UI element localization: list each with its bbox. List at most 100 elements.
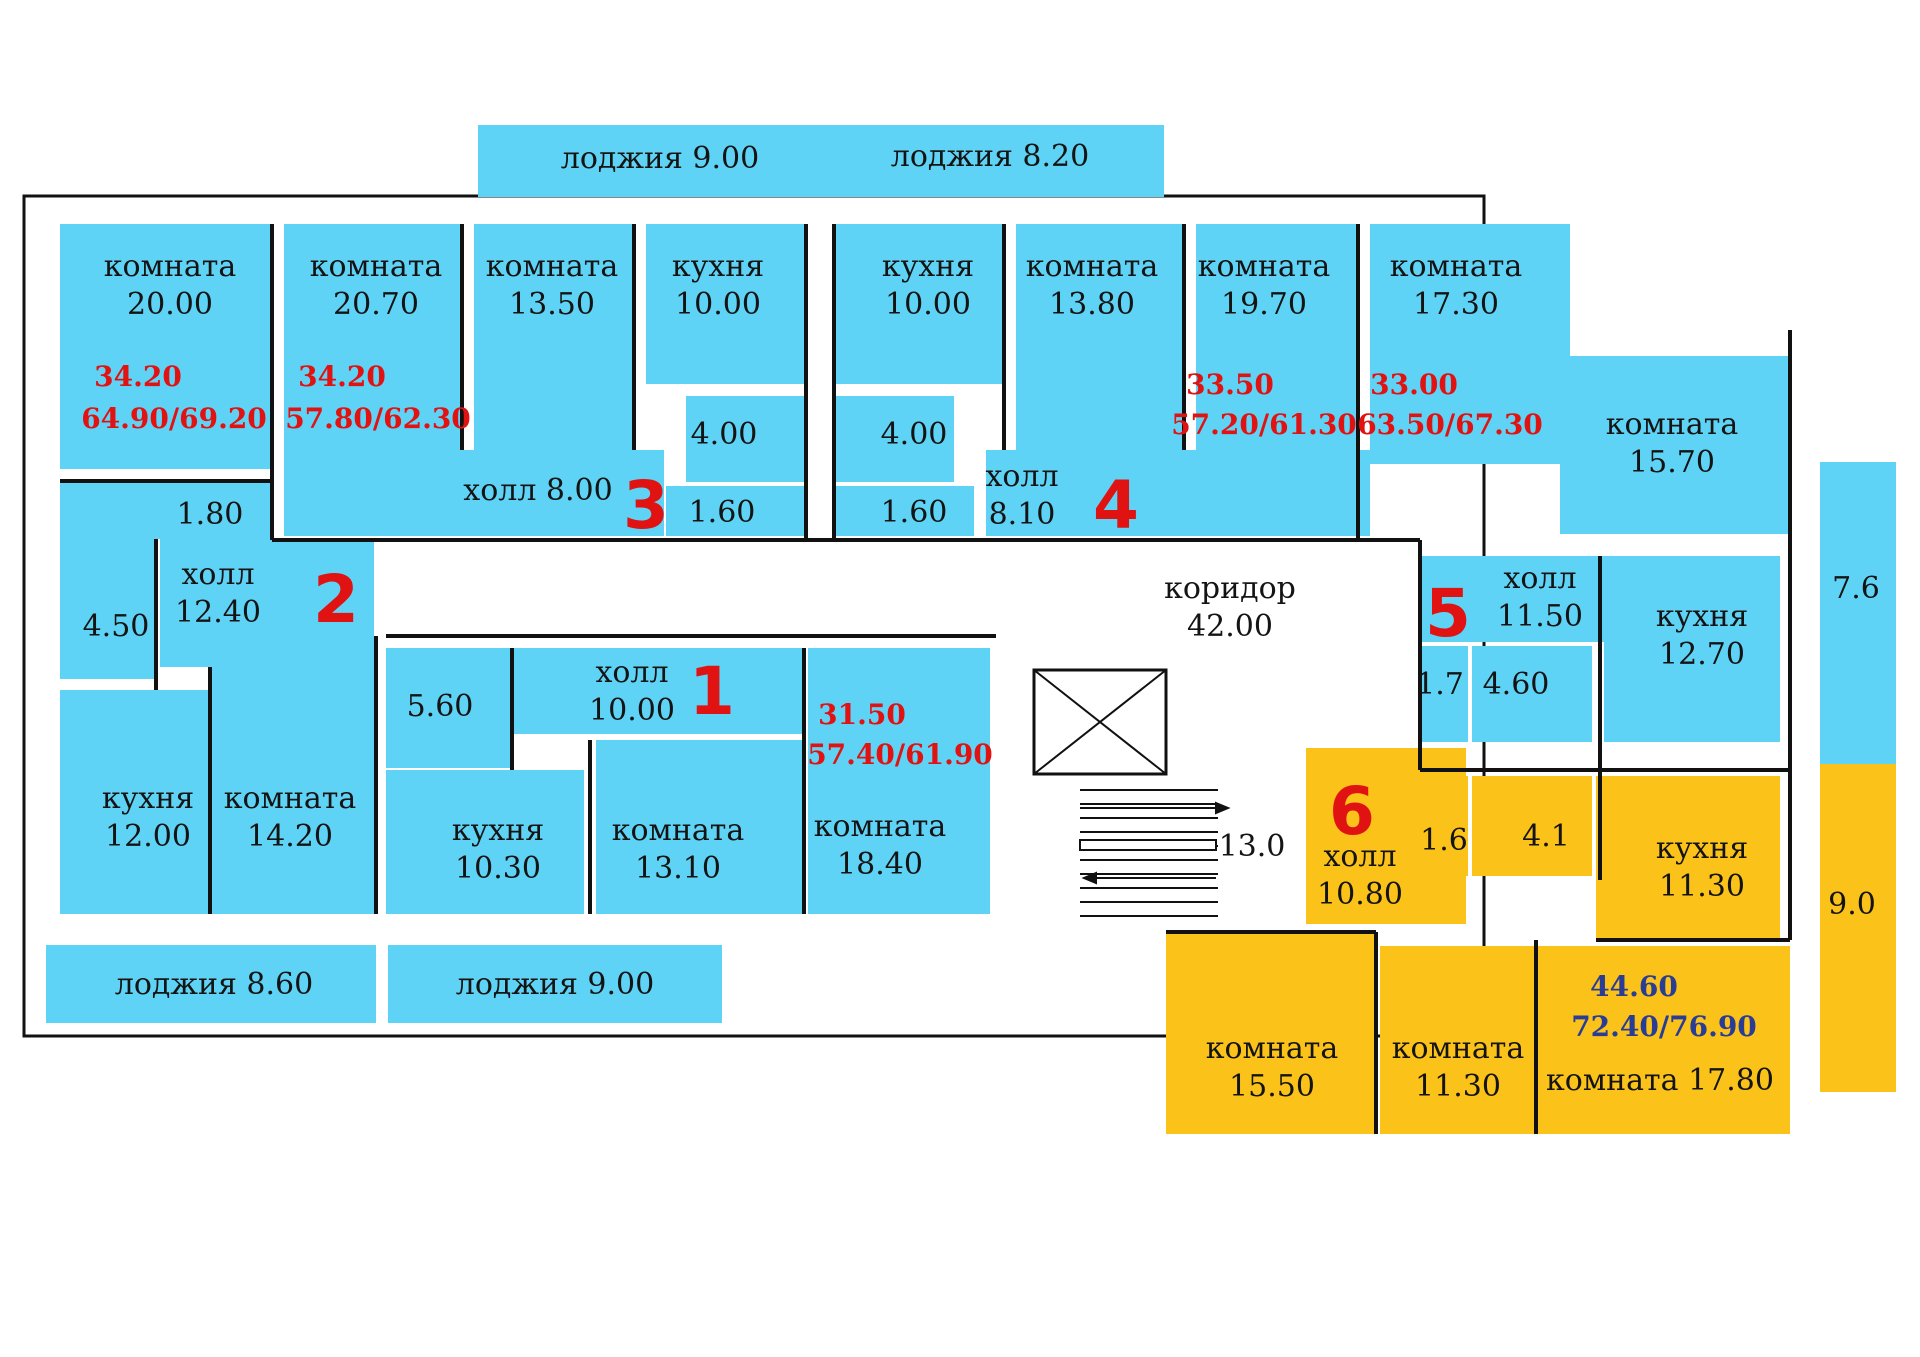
label-line: 12.70 <box>1659 637 1745 672</box>
label-line: комната <box>1198 249 1331 284</box>
apartment-number: 1 <box>689 653 735 730</box>
label-toilet-1-60-b: 1.60 <box>881 495 948 530</box>
room-13-50 <box>474 224 634 450</box>
label-line: комната <box>612 813 745 848</box>
label-bath-4-1: 4.1 <box>1522 819 1570 854</box>
corridor-area <box>386 540 1420 636</box>
label-line: кухня <box>1656 599 1748 634</box>
label-line: комната <box>1390 249 1523 284</box>
label-line: 13.80 <box>1049 287 1135 322</box>
toilet-1-6 <box>1418 776 1468 876</box>
label-bath-5-60: 5.60 <box>407 689 474 724</box>
kitchen-10-30 <box>386 770 584 914</box>
label-line: коридор <box>1164 571 1296 606</box>
loggia-bottom-left <box>46 945 376 1023</box>
label-line: 13.50 <box>509 287 595 322</box>
label-line: 42.00 <box>1187 609 1273 644</box>
label-line: 10.30 <box>455 851 541 886</box>
label-toilet-1-80: 1.80 <box>177 497 244 532</box>
label-line: комната 17.80 <box>1546 1063 1774 1098</box>
kitchen-12-00 <box>60 690 208 914</box>
bath-5-60 <box>386 648 512 768</box>
label-line: 10.00 <box>589 693 675 728</box>
loggia-top-right <box>842 125 1164 197</box>
apartment-number: 4 <box>1093 467 1139 544</box>
label-line: комната <box>104 249 237 284</box>
label-line: лоджия 9.00 <box>561 141 759 176</box>
total-area: 63.50/67.30 <box>1357 408 1543 441</box>
hall-10-00 <box>512 648 804 734</box>
living-area: 34.20 <box>298 360 386 393</box>
bath-4-00-b <box>834 396 954 482</box>
room-18-40 <box>808 648 990 914</box>
label-stair-13-0: 13.0 <box>1219 829 1286 864</box>
hall-8-10 <box>986 450 1370 536</box>
label-line: холл <box>1503 561 1576 596</box>
label-line: 10.00 <box>885 287 971 322</box>
label-line: комната <box>224 781 357 816</box>
label-line: кухня <box>102 781 194 816</box>
label-line: 4.50 <box>83 609 150 644</box>
label-line: 14.20 <box>247 819 333 854</box>
toilet-1-60-a <box>666 486 806 536</box>
toilet-1-7 <box>1418 646 1468 742</box>
label-line: 1.7 <box>1416 667 1464 702</box>
label-line: кухня <box>882 249 974 284</box>
interior-walls <box>60 224 1792 1134</box>
bath-4-60 <box>1472 646 1592 742</box>
label-line: 13.0 <box>1219 829 1286 864</box>
kitchen-10-00-b <box>834 224 1004 384</box>
apartment-number: 3 <box>623 467 669 544</box>
living-area: 33.50 <box>1186 368 1274 401</box>
label-bath-4-50: 4.50 <box>83 609 150 644</box>
total-area: 57.80/62.30 <box>285 402 471 435</box>
hall-8-00 <box>284 450 664 536</box>
label-line: 1.6 <box>1420 823 1468 858</box>
label-hall-8-00: холл 8.00 <box>463 473 612 508</box>
label-line: 5.60 <box>407 689 474 724</box>
label-bath-4-60: 4.60 <box>1483 667 1550 702</box>
label-line: лоджия 8.20 <box>891 139 1089 174</box>
label-loggia-bottom-mid: лоджия 9.00 <box>456 967 654 1002</box>
label-line: кухня <box>672 249 764 284</box>
label-line: 1.80 <box>177 497 244 532</box>
label-line: комната <box>310 249 443 284</box>
balcony-7-6 <box>1820 462 1896 774</box>
total-area: 57.20/61.30 <box>1171 408 1357 441</box>
label-line: 1.60 <box>689 495 756 530</box>
label-line: холл <box>985 459 1058 494</box>
label-line: 4.1 <box>1522 819 1570 854</box>
toilet-1-80 <box>60 481 272 539</box>
label-line: 17.30 <box>1413 287 1499 322</box>
apartment-number: 6 <box>1329 773 1375 850</box>
kitchen-11-30 <box>1596 776 1780 942</box>
label-line: 10.00 <box>675 287 761 322</box>
label-line: 11.30 <box>1659 869 1745 904</box>
hall-12-40 <box>160 539 374 667</box>
label-line: комната <box>814 809 947 844</box>
label-line: холл <box>595 655 668 690</box>
room-20-00 <box>60 224 272 469</box>
label-balcony-7-6: 7.6 <box>1832 571 1880 606</box>
label-line: 1.60 <box>881 495 948 530</box>
bath-4-00-a <box>686 396 806 482</box>
label-toilet-1-7: 1.7 <box>1416 667 1464 702</box>
label-line: 20.70 <box>333 287 419 322</box>
